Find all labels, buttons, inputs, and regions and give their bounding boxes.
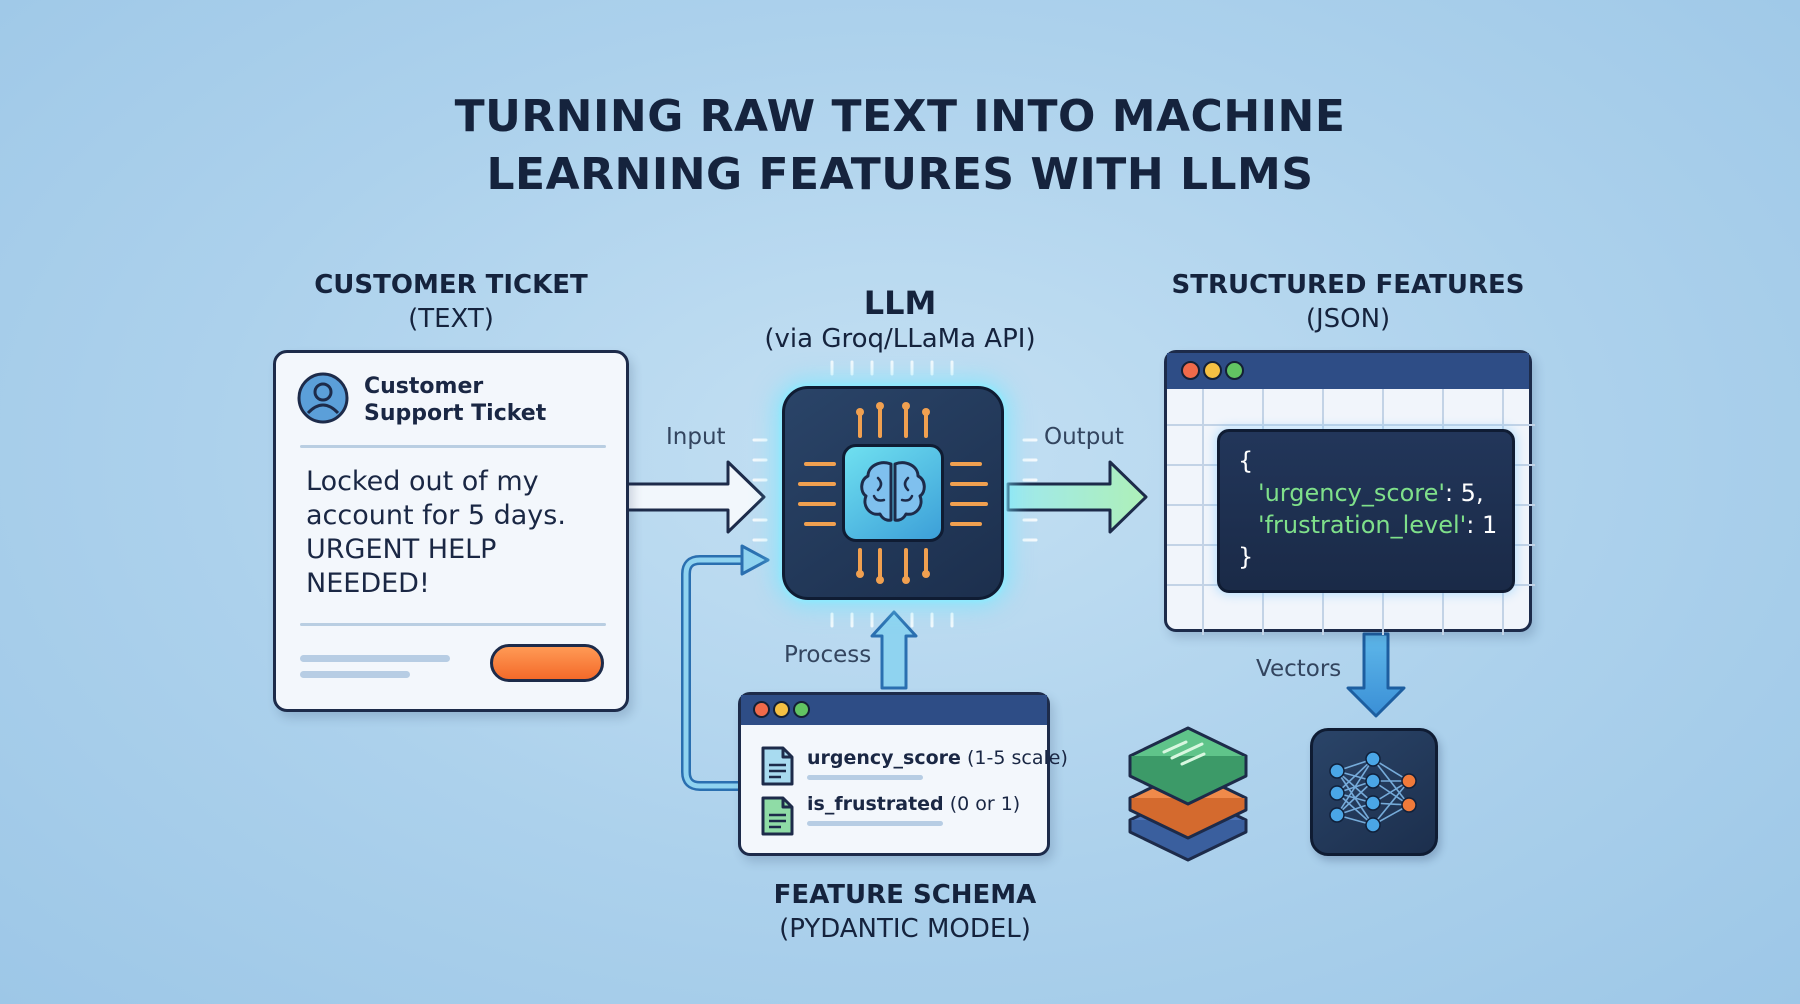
json-window: { 'urgency_score': 5, 'frustration_level… [1164,350,1535,635]
schema-subheader: (PYDANTIC MODEL) [779,914,1031,944]
json-value-frustration: : 1 [1466,511,1498,539]
title-line-1: TURNING RAW TEXT INTO MACHINE [454,91,1346,142]
ticket-divider-top [300,445,606,448]
schema-field-name: urgency_score [807,747,961,769]
brain-icon [860,461,926,522]
ticket-heading-line-2: Support Ticket [364,401,547,426]
llm-header-group: LLM (via Groq/LLaMa API) [700,284,1100,356]
ticket-divider-bottom [300,623,606,626]
llm-chip [782,386,1004,600]
schema-field-name: is_frustrated [807,793,944,815]
ticket-heading-line-1: Customer [364,374,484,399]
ticket-message: Locked out of my account for 5 days. URG… [306,465,616,601]
llm-subheader: (via Groq/LLaMa API) [764,324,1036,354]
vectors-label: Vectors [1256,656,1342,682]
document-icon [761,746,794,786]
diagram-title: TURNING RAW TEXT INTO MACHINE LEARNING F… [0,88,1800,204]
ticket-heading: Customer Support Ticket [364,373,546,427]
schema-placeholder-bar [807,821,943,826]
schema-field-desc: (1-5 scale) [967,747,1068,769]
chip-pins [798,402,988,584]
input-label: Input [666,424,726,450]
process-label: Process [784,642,872,668]
ticket-submit-button[interactable] [490,644,604,682]
schema-field-urgency: urgency_score (1-5 scale) [807,747,1068,769]
window-maximize-dot[interactable] [1225,361,1244,380]
ticket-header: CUSTOMER TICKET [314,270,588,300]
json-subheader: (JSON) [1305,304,1391,334]
schema-window-titlebar [741,695,1047,725]
schema-field-desc: (0 or 1) [949,793,1021,815]
schema-header-group: FEATURE SCHEMA (PYDANTIC MODEL) [700,878,1110,946]
schema-window: urgency_score (1-5 scale) is_frustrated … [738,692,1068,856]
json-close-brace: } [1238,543,1254,571]
window-minimize-dot[interactable] [1203,361,1222,380]
json-code-block: { 'urgency_score': 5, 'frustration_level… [1217,429,1515,593]
process-arrow [870,610,918,690]
stacked-layers-icon [1128,726,1248,862]
ticket-subheader: (TEXT) [408,304,494,334]
schema-loop-arrow [681,555,747,791]
ticket-header-group: CUSTOMER TICKET (TEXT) [250,268,652,336]
llm-header: LLM [863,284,937,322]
json-key-frustration: 'frustration_level' [1258,511,1467,539]
json-line-urgency: 'urgency_score': 5, [1258,478,1484,509]
document-icon [761,796,794,836]
chip-glow-ticks [752,360,1038,628]
ticket-message-line: URGENT HELP [306,534,497,565]
window-close-dot[interactable] [753,701,770,718]
output-label: Output [1044,424,1124,450]
chip-core [842,444,944,542]
user-avatar-icon [297,372,349,424]
json-header: STRUCTURED FEATURES [1171,270,1525,300]
ml-model-box [1310,728,1438,856]
window-minimize-dot[interactable] [773,701,790,718]
vectors-arrow [1346,632,1406,718]
neural-network-icon [1329,751,1417,833]
schema-placeholder-bar [807,775,923,780]
title-line-2: LEARNING FEATURES WITH LLMS [486,149,1314,200]
json-value-urgency: : 5, [1444,479,1484,507]
ticket-message-line: NEEDED! [306,568,430,599]
json-key-urgency: 'urgency_score' [1258,479,1445,507]
ticket-message-line: Locked out of my [306,466,539,497]
ticket-message-line: account for 5 days. [306,500,566,531]
output-arrow [1006,460,1148,534]
schema-field-frustrated: is_frustrated (0 or 1) [807,793,1020,815]
json-header-group: STRUCTURED FEATURES (JSON) [1120,268,1576,336]
json-open-brace: { [1238,447,1254,475]
ticket-placeholder-bar [300,671,410,678]
json-line-frustration: 'frustration_level': 1 [1258,510,1497,541]
window-maximize-dot[interactable] [793,701,810,718]
ticket-placeholder-bar [300,655,450,662]
schema-header: FEATURE SCHEMA [773,880,1037,910]
window-close-dot[interactable] [1181,361,1200,380]
customer-ticket-card: Customer Support Ticket Locked out of my… [273,350,629,712]
